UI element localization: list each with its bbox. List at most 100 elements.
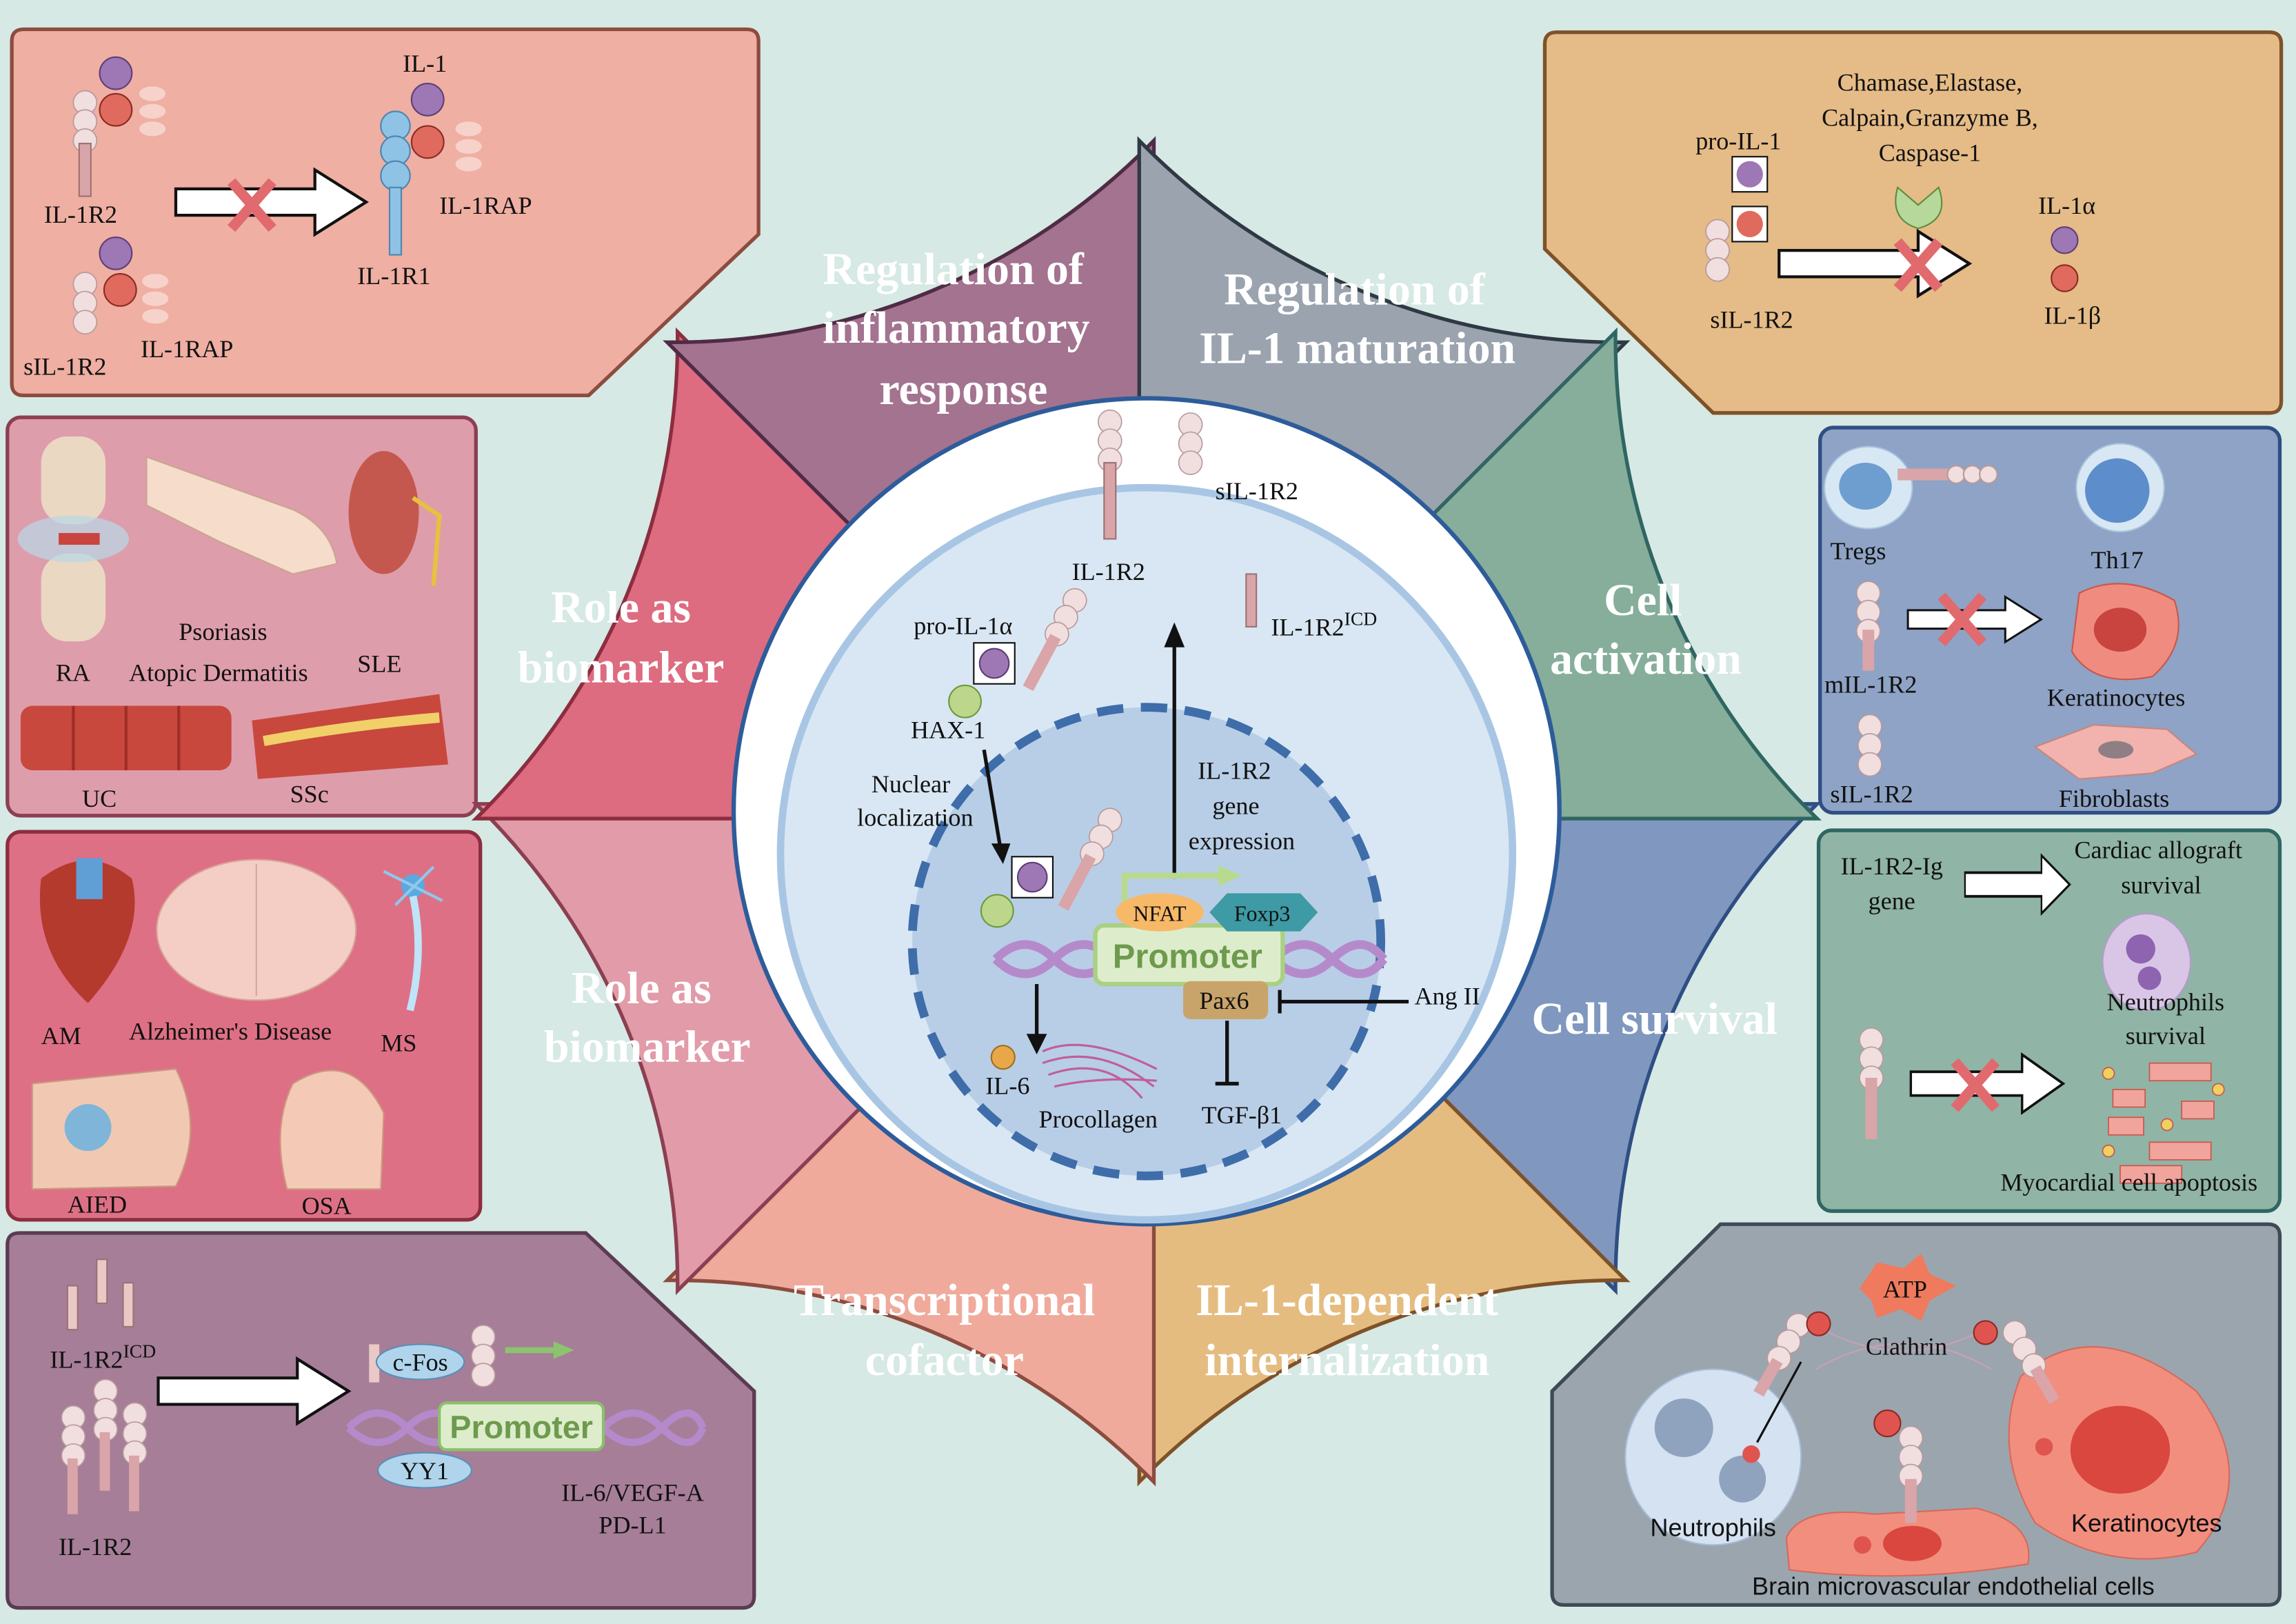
heart-icon (39, 858, 135, 1003)
label-gene-expr-2: gene (1212, 792, 1259, 820)
label-hax1: HAX-1 (911, 716, 985, 743)
il1-ligand-icon (1873, 1409, 1902, 1438)
label-tgf-b1: TGF-β1 (1202, 1101, 1282, 1129)
il1r2-receptors-icon (61, 1379, 148, 1514)
label-sil1r2: sIL-1R2 (1216, 477, 1298, 505)
label-il1rap-2: IL-1RAP (141, 335, 233, 363)
label-keratinocytes: Keratinocytes (2047, 684, 2185, 712)
label-il1r2-ig-gene-1: IL-1R2-Ig (1841, 852, 1943, 880)
il1b-icon (2051, 264, 2079, 292)
panel-biomarker-other-diseases: AM Alzheimer's Disease MS AIED OSA (6, 830, 483, 1222)
label-ang-ii: Ang II (1414, 983, 1480, 1010)
label-neutrophils-2: survival (2126, 1022, 2206, 1050)
label-nfat: NFAT (1133, 902, 1186, 926)
label-fibroblasts: Fibroblasts (2059, 785, 2169, 812)
clathrin-icon (1815, 1324, 1992, 1370)
label-pax6: Pax6 (1199, 987, 1249, 1014)
label-nuclear-2: localization (857, 804, 973, 832)
panel-cell-activation: Tregs Th17 mIL-1R2 Keratinocytes sIL-1R2… (1818, 425, 2282, 815)
label-yy1: YY1 (401, 1457, 449, 1485)
central-cell: sIL-1R2 IL-1R2 IL-1R2ICD pro-IL-1α HAX-1… (731, 396, 1562, 1227)
label-il1r2-ig-gene-2: gene (1869, 888, 1915, 915)
knee-joint-icon (17, 436, 130, 642)
label-foxp3: Foxp3 (1234, 902, 1290, 926)
il1r2-icon (1998, 1316, 2060, 1404)
label-tregs: Tregs (1831, 537, 1886, 565)
hax1-icon (980, 894, 1014, 928)
label-atp: ATP (1883, 1275, 1927, 1303)
il1r2-icon (471, 1324, 496, 1387)
panel-inflammatory-response: IL-1R2 IL-1 IL-1RAP IL-1R1 sIL-1R2 IL-1R… (10, 27, 761, 398)
label-il1b: IL-1β (2044, 301, 2102, 329)
nuclear-arrow-icon (982, 749, 1003, 847)
label-pro-il1a: pro-IL-1α (914, 612, 1012, 639)
il1r1-receptor-icon (380, 110, 411, 256)
ear-icon (31, 1068, 192, 1190)
label-gene-expr-3: expression (1189, 828, 1295, 855)
il1-ligand-icon (99, 92, 133, 127)
label-keratinocytes: Keratinocytes (2071, 1509, 2222, 1537)
il1-ligand-icon (99, 236, 133, 270)
il1r2-icon (1058, 803, 1127, 911)
label-ms: MS (381, 1030, 416, 1057)
label-il1rap: IL-1RAP (439, 192, 532, 219)
label-enzymes-3: Caspase-1 (1879, 139, 1981, 167)
label-il1r2: IL-1R2 (59, 1533, 132, 1561)
il1-ligand-icon (410, 125, 445, 159)
label-promoter: Promoter (1113, 939, 1262, 976)
hand-psoriasis-icon (145, 456, 338, 575)
colon-icon (20, 705, 232, 770)
label-sil1r2: sIL-1R2 (23, 353, 106, 381)
label-osa: OSA (302, 1192, 352, 1219)
label-target-genes-1: IL-6/VEGF-A (561, 1479, 704, 1507)
label-il6: IL-6 (985, 1072, 1029, 1099)
panel-biomarker-autoimmune: Psoriasis RA Atopic Dermatitis SLE UC SS… (6, 415, 478, 818)
il1a-icon (2051, 226, 2079, 254)
il6-icon (990, 1045, 1016, 1070)
yy1-icon (376, 1452, 472, 1489)
il1rap-icon (139, 86, 166, 137)
sector-label-cell-survival: Cell survival (1532, 994, 1778, 1044)
nfat-icon (1116, 893, 1204, 932)
internalized-il1-icon (1853, 1536, 1872, 1554)
panel-transcriptional-cofactor: IL-1R2ICD IL-1R2 c-Fos Promoter YY1 IL-6… (6, 1231, 756, 1610)
blood-vessel-icon (252, 694, 448, 779)
myocardial-cells-icon (2102, 1062, 2225, 1184)
head-airway-icon (279, 1070, 385, 1190)
sil1r2-icon (1705, 219, 1730, 282)
label-am: AM (41, 1022, 81, 1050)
cfos-icon (375, 1343, 465, 1381)
label-cfos: c-Fos (392, 1349, 447, 1376)
label-sil1r2: sIL-1R2 (1831, 781, 1913, 808)
label-th17: Th17 (2091, 546, 2144, 574)
protease-icon (1895, 186, 1943, 230)
label-psoriasis: Psoriasis (179, 618, 267, 645)
il1r2-icd-icon (66, 1259, 134, 1331)
procollagen-icon (1042, 1043, 1158, 1099)
foxp3-icon (1209, 893, 1318, 932)
label-promoter: Promoter (450, 1409, 593, 1445)
sil1r2-icon (1178, 412, 1203, 475)
il1-ligand-icon (1973, 1320, 1998, 1345)
promoter-box (438, 1401, 605, 1452)
pax6-icon (1182, 981, 1269, 1019)
brain-icon (156, 859, 357, 1001)
il1-ligand-icon (1806, 1311, 1831, 1336)
label-il1a: IL-1α (2038, 192, 2095, 219)
il1r2-icon (1897, 468, 1951, 481)
label-procollagen: Procollagen (1039, 1105, 1158, 1133)
label-pro-il1: pro-IL-1 (1695, 128, 1781, 155)
kidney-icon (348, 451, 442, 586)
label-myocardial-apoptosis: Myocardial cell apoptosis (2000, 1168, 2257, 1196)
icd-fragment-icon (369, 1344, 380, 1383)
il1-ligand-icon (103, 273, 137, 307)
label-il1r1: IL-1R1 (357, 262, 430, 290)
il1r2-receptor-icon (72, 90, 98, 197)
label-gene-expr-1: IL-1R2 (1198, 757, 1271, 785)
label-sil1r2: sIL-1R2 (1710, 306, 1793, 334)
